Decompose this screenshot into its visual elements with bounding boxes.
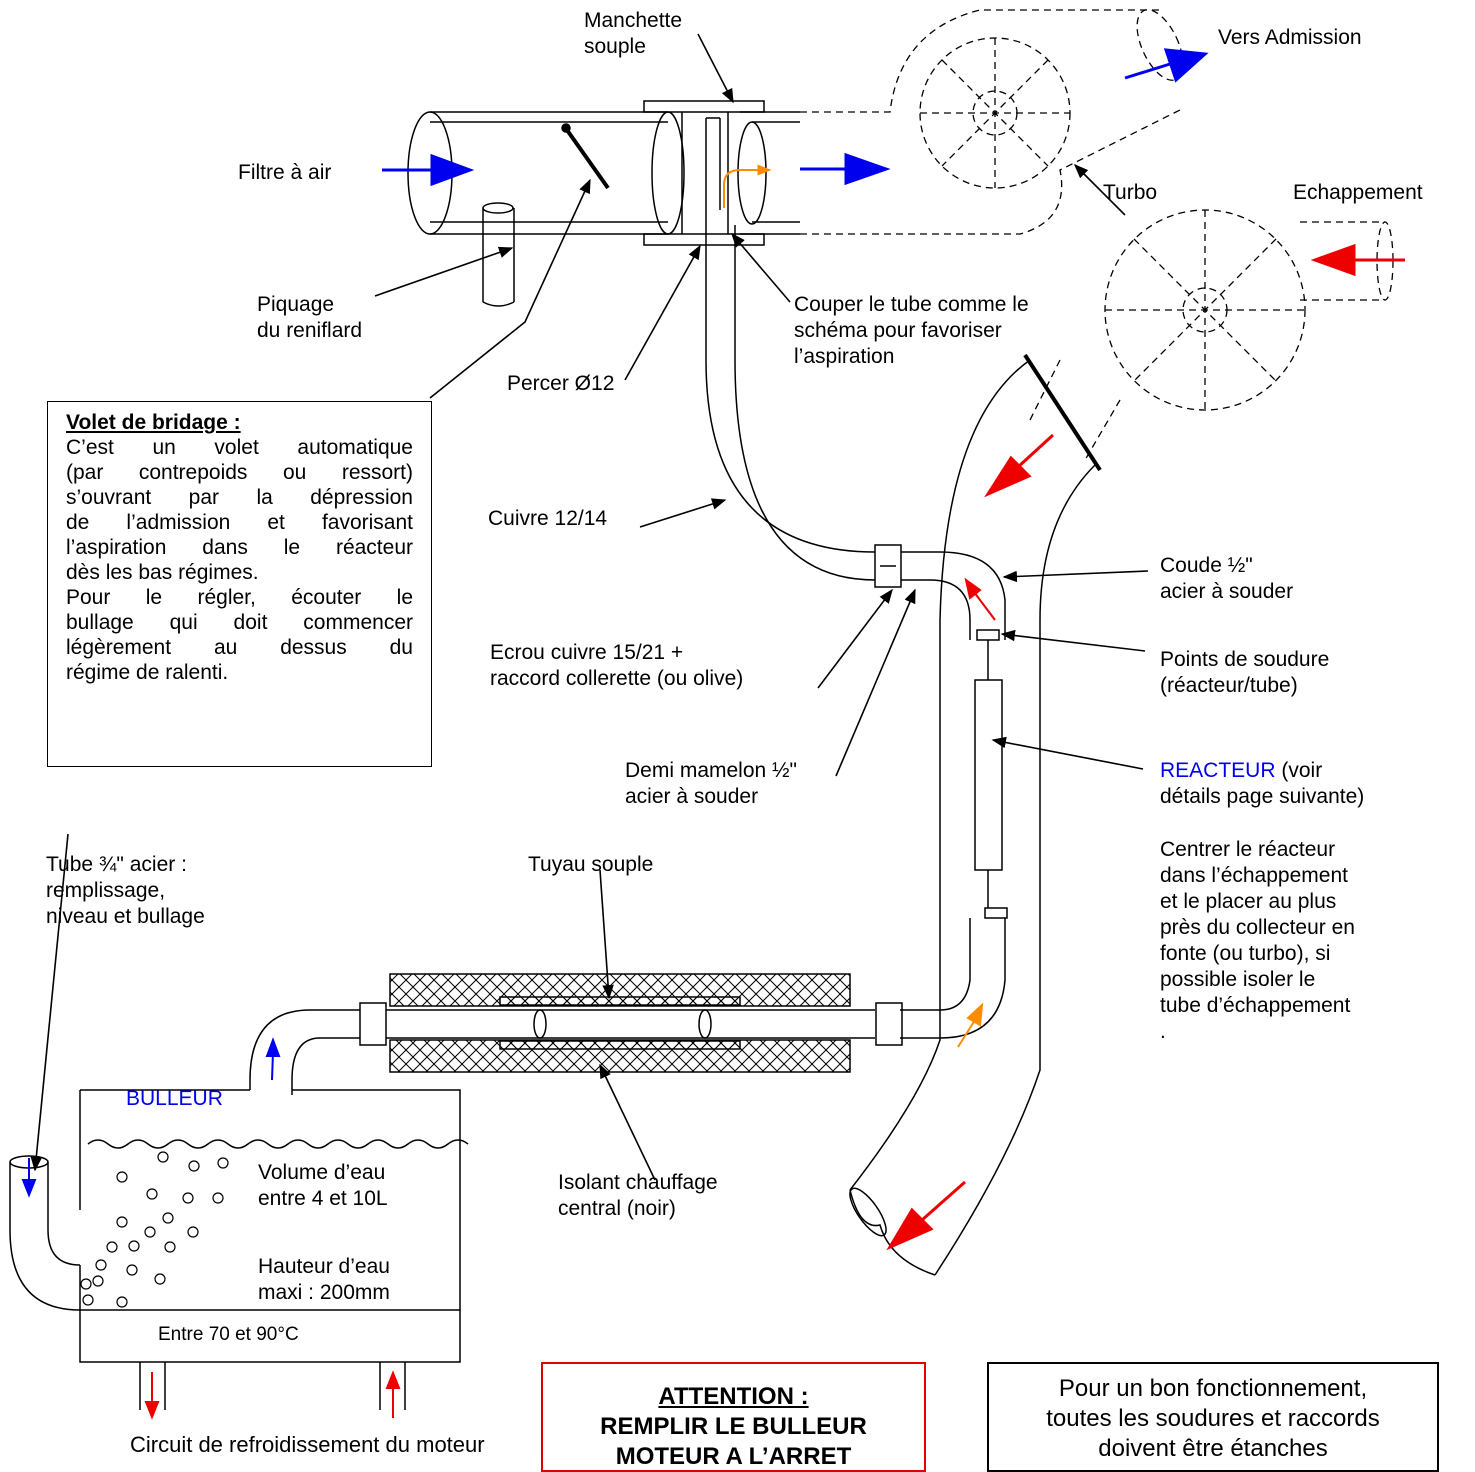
red-arrow-circuit-down [144, 1372, 160, 1420]
label-tuyau-souple: Tuyau souple [528, 853, 654, 876]
label-percer: Percer Ø12 [507, 372, 615, 395]
volet-title: Volet de bridage : [66, 411, 241, 434]
exhaust-pipe [849, 353, 1102, 1276]
label-turbo: Turbo [1103, 181, 1158, 204]
turbo-dashed [800, 9, 1394, 461]
label-cuivre: Cuivre 12/14 [488, 507, 608, 530]
blue-arrow-bulleur-up [265, 1037, 281, 1081]
volet-flap [565, 128, 610, 190]
label-bulleur: BULLEUR [126, 1087, 223, 1110]
orange-arrow-lower [957, 1002, 984, 1048]
flow-arrows [21, 48, 1405, 1420]
red-arrow-coude [964, 577, 996, 621]
red-arrow-echappement [1310, 243, 1405, 277]
label-coude: Coude ½"acier à souder [1160, 554, 1294, 603]
label-demi-mamelon: Demi mamelon ½"acier à souder [625, 759, 798, 808]
label-tube-34: Tube ¾" acier :remplissage,niveau et bul… [46, 853, 205, 928]
note-etanche-box: Pour un bon fonctionnement, toutes les s… [987, 1362, 1439, 1472]
label-circuit: Circuit de refroidissement du moteur [130, 1432, 485, 1457]
reacteur [974, 679, 1003, 871]
blue-arrow-admission [800, 152, 891, 186]
label-echappement: Echappement [1293, 181, 1423, 204]
label-filtre-air: Filtre à air [238, 161, 332, 184]
red-arrow-exhaust-bottom [886, 1180, 966, 1251]
label-vers-admission: Vers Admission [1218, 26, 1362, 49]
label-ecrou: Ecrou cuivre 15/21 +raccord collerette (… [490, 641, 744, 690]
bulleur-inlet [249, 1009, 360, 1095]
piquage-reniflard [482, 202, 515, 307]
label-reacteur: REACTEUR (voir détails page suivante) [1160, 759, 1365, 808]
copper-pipe [705, 117, 876, 581]
orange-arrow-aspiration [723, 164, 772, 208]
attention-box: ATTENTION : REMPLIR LE BULLEUR MOTEUR A … [541, 1362, 926, 1472]
red-arrow-exhaust-top [984, 433, 1055, 498]
volet-bridage-box: Volet de bridage : C’est un volet automa… [47, 401, 432, 767]
label-points-soudure: Points de soudure(réacteur/tube) [1160, 648, 1330, 697]
ecrou-cuivre-top [874, 544, 902, 588]
blue-arrow-tube-down [21, 1158, 37, 1198]
blue-arrow-filtre [382, 153, 475, 187]
ecrou-cuivre-bottom [875, 1002, 903, 1046]
tuyau-isolant [359, 973, 875, 1073]
bulleur-tank [9, 1089, 469, 1410]
reacteur-word: REACTEUR [1160, 759, 1276, 782]
label-entre-70-90: Entre 70 et 90°C [158, 1324, 299, 1345]
reactor-assembly [874, 544, 1008, 1046]
admission-tube [737, 111, 800, 235]
red-arrow-circuit-up [385, 1370, 401, 1418]
leader-lines [30, 33, 1149, 1181]
bubbles [80, 1151, 229, 1308]
blue-arrow-vers-admission [1124, 48, 1209, 83]
